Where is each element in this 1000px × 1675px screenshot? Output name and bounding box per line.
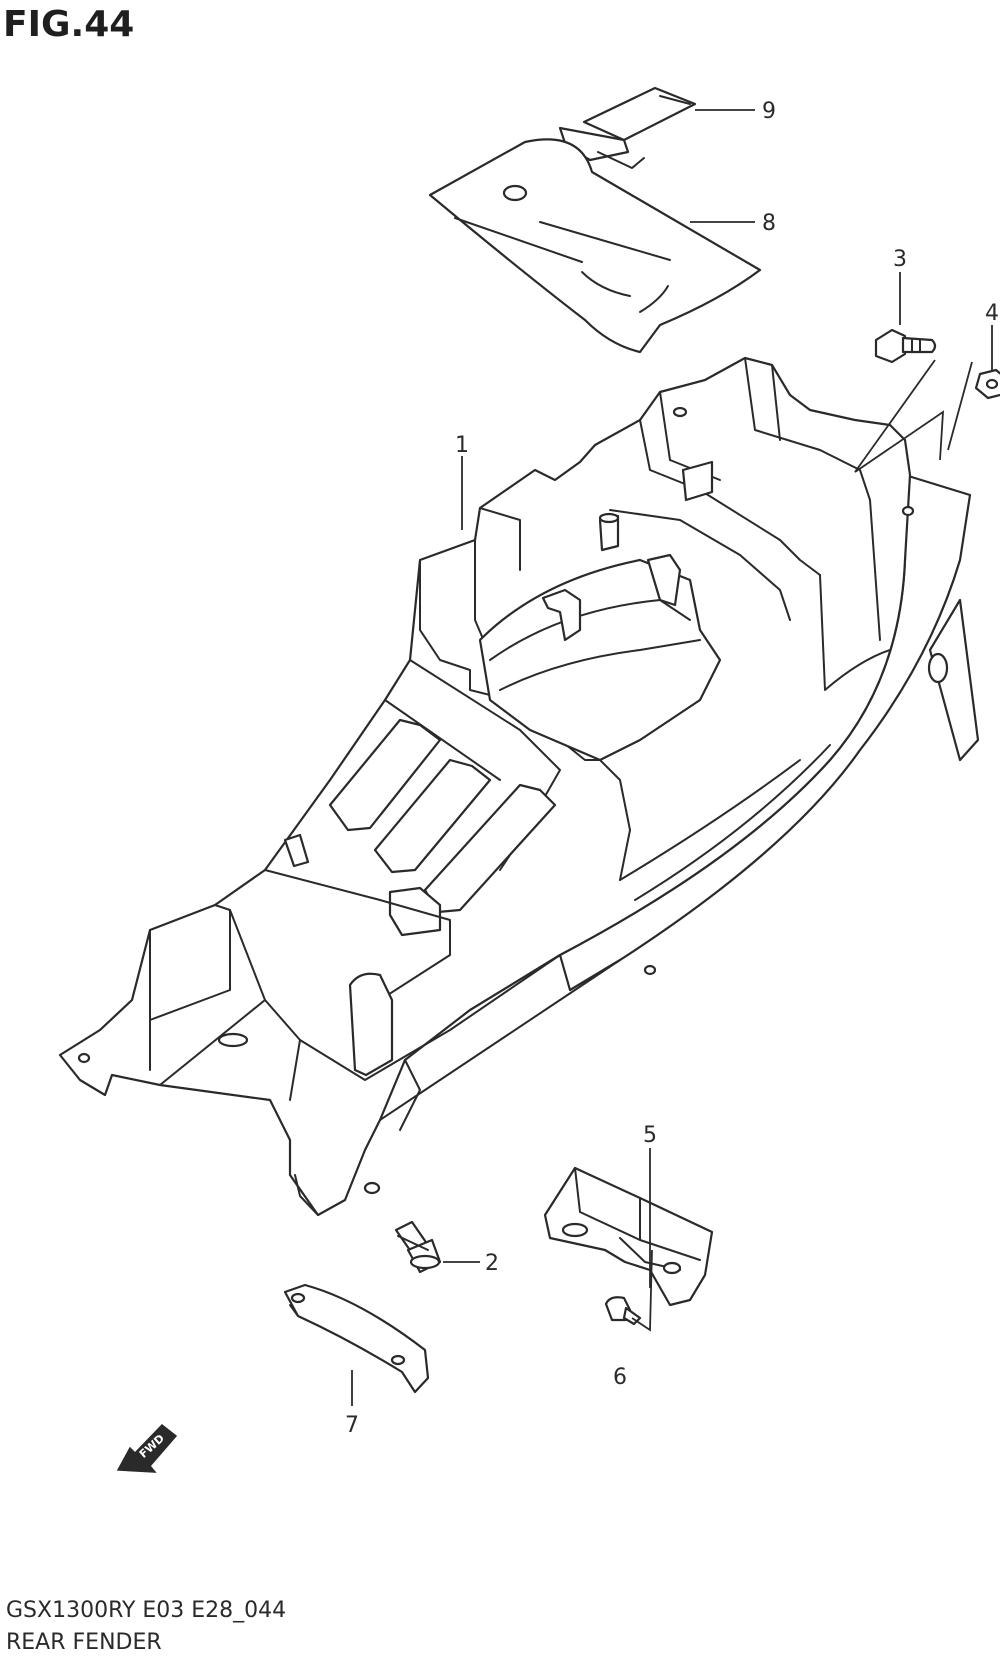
callout-numbers: 1 2 3 4 5 6 7 8 9: [345, 99, 999, 1438]
part-2-bolt[interactable]: [394, 1220, 442, 1274]
callout-9: 9: [762, 99, 776, 124]
forward-arrow-icon: FWD: [116, 1423, 178, 1473]
callout-3: 3: [893, 247, 907, 272]
part-4-nut[interactable]: [974, 368, 1000, 400]
callout-8: 8: [762, 211, 776, 236]
part-3-bolt[interactable]: [874, 328, 937, 364]
part-1-rear-fender[interactable]: [58, 356, 980, 1217]
figure-title: FIG.44: [3, 4, 135, 45]
callout-7: 7: [345, 1413, 359, 1438]
model-code: GSX1300RY E03 E28_044: [6, 1598, 287, 1623]
callout-6: 6: [613, 1365, 627, 1390]
leader-lines: [351, 109, 993, 1406]
part-8-seat-cover[interactable]: [428, 138, 762, 354]
callout-4: 4: [985, 301, 999, 326]
callout-1: 1: [455, 433, 469, 458]
section-name: REAR FENDER: [6, 1630, 162, 1655]
part-5-bracket[interactable]: [543, 1166, 714, 1307]
callout-5: 5: [643, 1123, 657, 1148]
part-7-plate[interactable]: [283, 1283, 430, 1394]
callout-2: 2: [485, 1251, 499, 1276]
